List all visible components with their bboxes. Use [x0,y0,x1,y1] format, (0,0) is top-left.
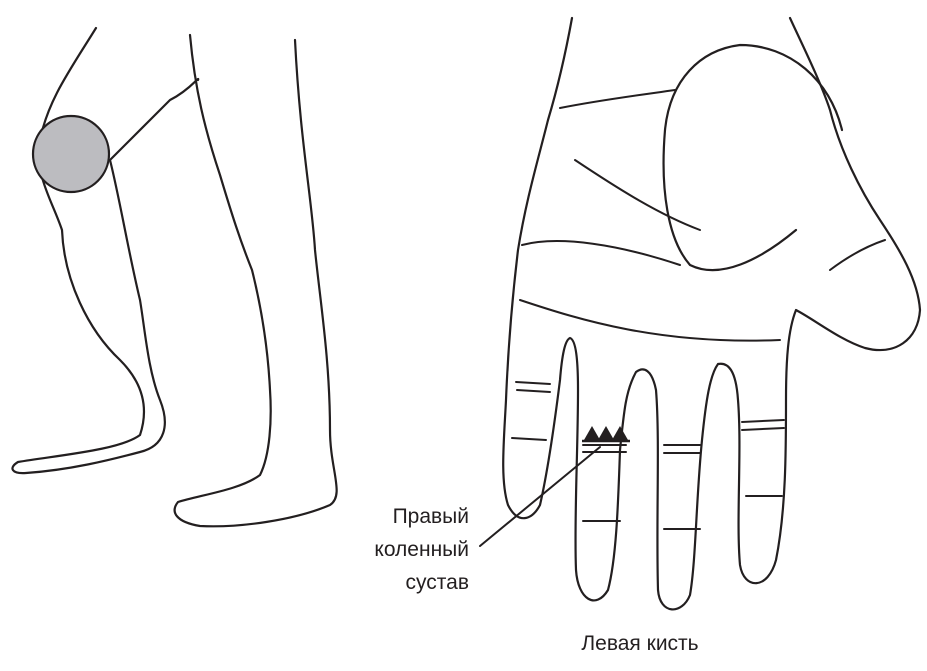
finger-crease [512,438,546,440]
finger-crease [517,390,550,392]
palm-crease-5 [560,90,675,108]
palm-crease-3 [520,300,780,341]
finger-crease [516,382,550,384]
legs-drawing [12,28,336,526]
knee-callout-label: Правый коленный сустав [329,500,469,599]
callout-line-1: Правый [329,500,469,533]
front-leg-outline [175,35,337,526]
finger-crease [742,420,784,422]
callout-leader-line [480,447,600,546]
hand-caption: Левая кисть [540,632,740,656]
palm-crease-2 [575,160,700,230]
callout-line-2: коленный [329,533,469,566]
palm-crease-4 [830,240,885,270]
palm-crease-1 [522,241,680,265]
thumb-outline [664,45,842,270]
knee-highlight-circle [33,116,109,192]
hand-drawing [480,18,920,609]
callout-line-3: сустав [329,566,469,599]
finger-crease [742,428,784,430]
back-leg-outline [12,28,198,473]
